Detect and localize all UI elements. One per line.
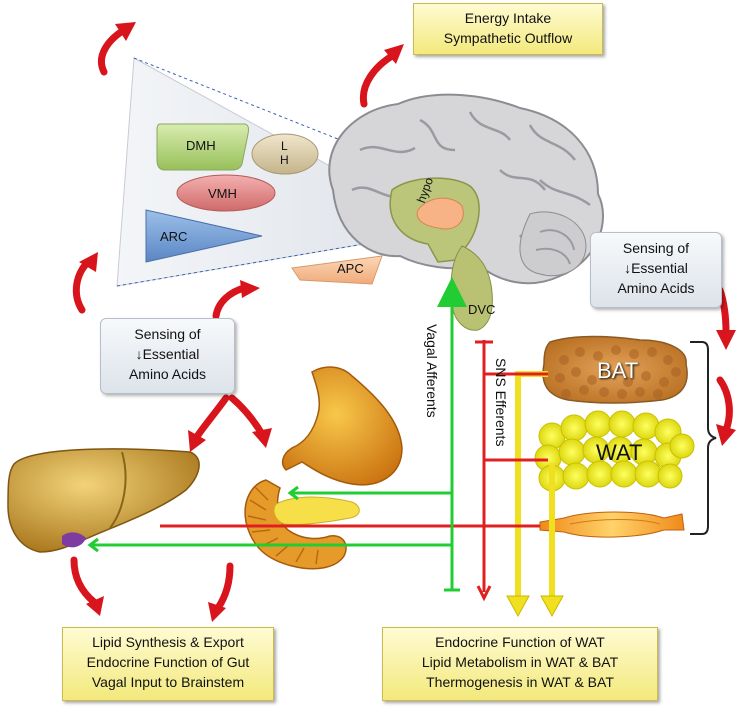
- lh-nucleus-shape: [251, 133, 319, 175]
- vmh-nucleus-shape: [176, 174, 276, 212]
- gut-outcome-line3: Vagal Input to Brainstem: [91, 674, 245, 690]
- wat-label: WAT: [596, 440, 643, 465]
- muscle-illustration: [539, 511, 685, 538]
- bat-label: BAT: [597, 358, 639, 383]
- gut-illustration: [244, 366, 403, 570]
- sns-efferents-label: SNS Efferents: [493, 358, 509, 447]
- adipose-outcome-line3: Thermogenesis in WAT & BAT: [426, 674, 614, 690]
- dmh-label: DMH: [186, 138, 216, 153]
- dmh-nucleus-shape: [156, 123, 249, 171]
- adipose-outcomes-box: Endocrine Function of WAT Lipid Metaboli…: [382, 627, 658, 701]
- dvc-label: DVC: [468, 302, 496, 317]
- energy-intake-line2: Sympathetic Outflow: [443, 30, 573, 46]
- energy-intake-line1: Energy Intake: [464, 10, 552, 26]
- arc-label: ARC: [160, 229, 188, 244]
- arc-nucleus-shape: [145, 209, 263, 263]
- sns-efferent-pathways: [160, 340, 548, 602]
- left-sensing-line2: ↓Essential: [135, 346, 200, 362]
- liver-illustration: [7, 448, 200, 553]
- right-sensing-box: Sensing of ↓Essential Amino Acids: [590, 232, 722, 308]
- gut-liver-outcomes-box: Lipid Synthesis & Export Endocrine Funct…: [62, 627, 274, 701]
- energy-intake-box: Energy Intake Sympathetic Outflow: [413, 3, 603, 55]
- left-sensing-line1: Sensing of: [134, 326, 201, 342]
- endocrine-arrowheads: [506, 595, 564, 618]
- right-sensing-line3: Amino Acids: [617, 280, 695, 296]
- target-tissue-bracket: [690, 341, 717, 535]
- lh-label: L H: [280, 139, 289, 167]
- vagal-afferent-pathways: [87, 277, 467, 592]
- left-sensing-line3: Amino Acids: [128, 366, 207, 382]
- apc-label: APC: [337, 261, 364, 276]
- feedback-arrows: [70, 22, 736, 622]
- bat-tissue-illustration: [542, 335, 688, 404]
- right-sensing-line1: Sensing of: [622, 240, 690, 256]
- wat-tissue-illustration: [534, 410, 695, 492]
- endocrine-pathways: [515, 371, 555, 598]
- gut-outcome-line1: Lipid Synthesis & Export: [92, 634, 244, 650]
- apc-shape: [291, 255, 383, 285]
- vmh-label: VMH: [208, 186, 237, 201]
- gut-outcome-line2: Endocrine Function of Gut: [86, 654, 250, 670]
- zoom-guide-line-top: [133, 57, 447, 183]
- adipose-outcome-line1: Endocrine Function of WAT: [435, 634, 605, 650]
- left-sensing-box: Sensing of ↓Essential Amino Acids: [100, 318, 235, 394]
- right-sensing-line2: ↓Essential: [624, 260, 688, 276]
- adipose-outcome-line2: Lipid Metabolism in WAT & BAT: [421, 654, 619, 670]
- brain-illustration: [328, 93, 604, 331]
- vagal-afferents-label: Vagal Afferents: [424, 324, 440, 418]
